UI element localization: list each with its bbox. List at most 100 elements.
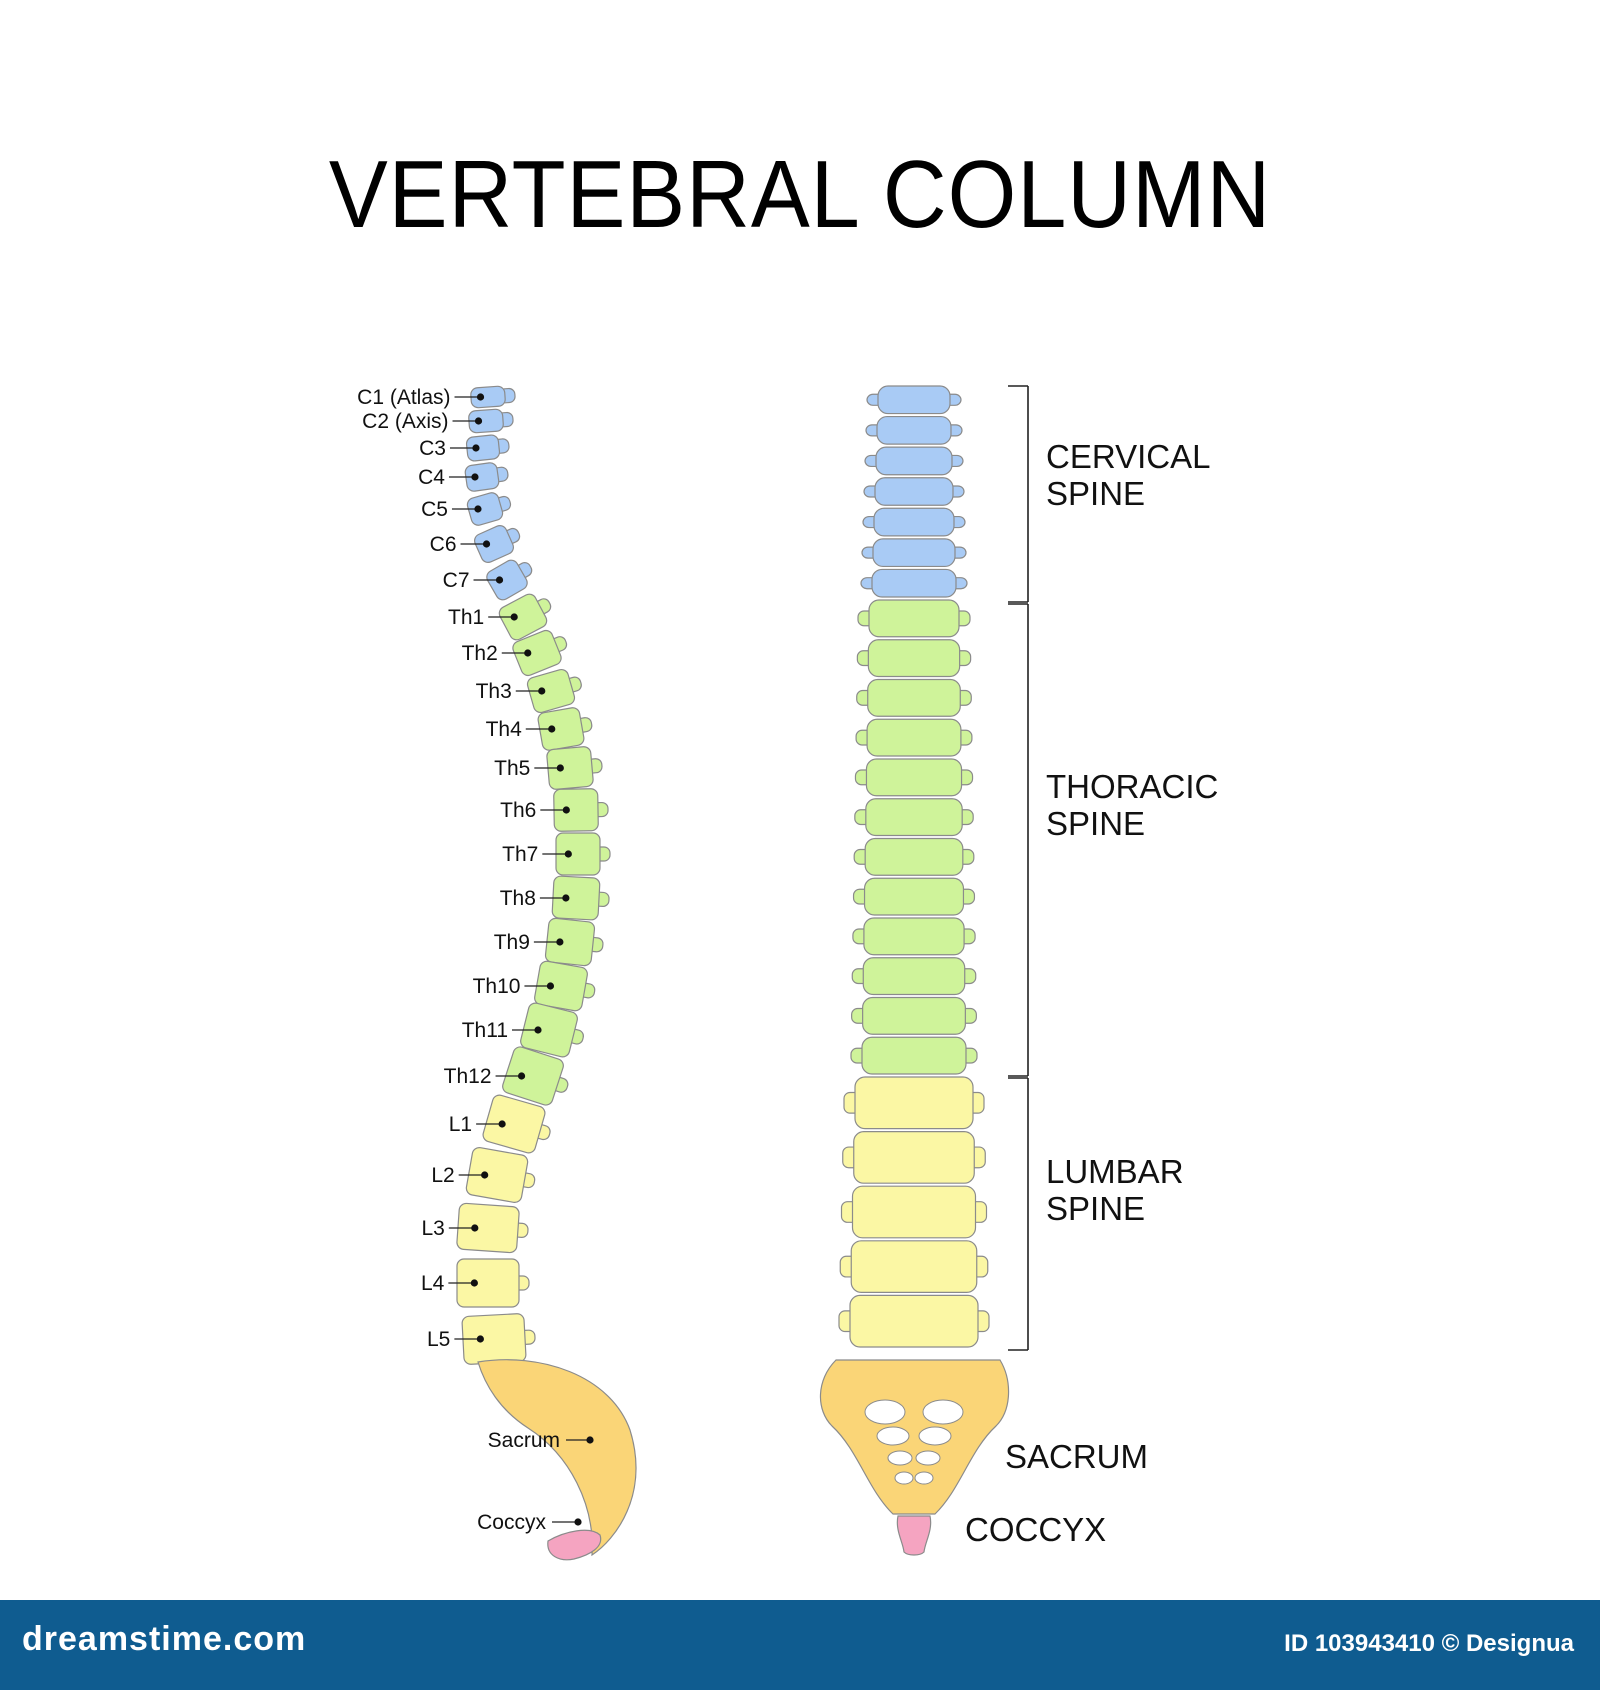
- side-pointer-dot: [564, 850, 572, 858]
- side-vertebra-body: [512, 629, 562, 677]
- front-thoracic-vertebra-body: [862, 996, 966, 1035]
- side-label: L1: [449, 1113, 472, 1136]
- side-pointer-dot: [538, 687, 546, 695]
- front-thoracic-vertebra: [857, 599, 971, 638]
- side-vertebra: [498, 593, 552, 641]
- side-label: Th1: [448, 606, 484, 629]
- region-label-thoracic: THORACIC: [1046, 768, 1218, 805]
- front-thoracic-vertebra: [850, 1036, 978, 1075]
- front-thoracic-vertebra-body: [868, 599, 960, 638]
- side-vertebra-body: [465, 1147, 529, 1203]
- side-pointer-dot: [471, 1224, 479, 1232]
- front-sacral-foramen: [918, 1426, 952, 1446]
- front-sacral-foramen: [914, 1471, 934, 1485]
- side-vertebra: [466, 492, 512, 526]
- side-label: L5: [427, 1328, 450, 1351]
- front-cervical-vertebra: [860, 568, 968, 598]
- region-label-thoracic-line2: SPINE: [1046, 805, 1145, 842]
- side-pointer-dot: [474, 505, 482, 513]
- side-pointer-dot: [534, 1026, 542, 1034]
- side-label: C3: [419, 437, 446, 460]
- front-thoracic-vertebra-body: [867, 678, 961, 717]
- front-thoracic-vertebra-body: [861, 1036, 967, 1075]
- front-thoracic-vertebra: [854, 758, 974, 797]
- side-label: Th9: [494, 931, 530, 954]
- side-label: Th8: [500, 887, 536, 910]
- front-thoracic-vertebra-body: [865, 798, 963, 837]
- side-vertebra: [465, 1147, 536, 1203]
- side-vertebra-body: [468, 408, 504, 434]
- side-label: L4: [421, 1272, 445, 1295]
- side-pointer-dot: [574, 1518, 582, 1526]
- side-label: Th12: [444, 1065, 492, 1088]
- front-lumbar-vertebra-body: [853, 1130, 975, 1184]
- front-thoracic-vertebra-body: [864, 837, 964, 876]
- region-label-lumbar-line2: SPINE: [1046, 1190, 1145, 1227]
- site-logo[interactable]: dreamstime.com: [22, 1620, 307, 1658]
- front-lumbar-vertebra-body: [850, 1240, 978, 1294]
- front-sacral-foramen: [922, 1399, 964, 1425]
- front-thoracic-vertebra: [856, 678, 972, 717]
- front-sacral-foramen: [894, 1471, 914, 1485]
- front-thoracic-vertebra-body: [867, 639, 961, 678]
- front-view-spine: CERVICALSPINETHORACICSPINELUMBARSPINESAC…: [819, 385, 1218, 1556]
- side-pointer-dot: [476, 393, 485, 401]
- side-pointer-dot: [498, 1120, 506, 1128]
- side-vertebra-body: [546, 746, 594, 790]
- front-thoracic-vertebra: [854, 798, 974, 837]
- front-lumbar-vertebra-body: [849, 1294, 979, 1348]
- side-label: Th10: [473, 975, 521, 998]
- front-lumbar-vertebra: [843, 1076, 985, 1130]
- side-label: Th6: [500, 799, 536, 822]
- front-thoracic-vertebra: [853, 837, 975, 876]
- front-cervical-vertebra: [862, 507, 966, 537]
- front-cervical-vertebra: [863, 477, 965, 506]
- side-label: C1 (Atlas): [357, 386, 450, 409]
- side-label: L3: [421, 1217, 444, 1240]
- front-coccyx: [896, 1515, 932, 1556]
- side-label: Th7: [502, 843, 538, 866]
- side-pointer-dot: [556, 938, 564, 946]
- front-sacral-foramen: [876, 1426, 910, 1446]
- side-vertebra-body: [456, 1202, 520, 1254]
- region-label-cervical-line2: SPINE: [1046, 475, 1145, 512]
- side-label: C6: [430, 533, 457, 556]
- side-label: Th5: [494, 757, 530, 780]
- side-vertebra: [486, 559, 533, 601]
- side-vertebra: [512, 629, 568, 677]
- front-thoracic-vertebra-body: [862, 957, 966, 996]
- front-thoracic-vertebra: [856, 639, 972, 678]
- front-sacral-foramen: [887, 1450, 913, 1466]
- front-cervical-vertebra-body: [876, 415, 952, 445]
- side-vertebra: [468, 408, 514, 434]
- side-vertebra-body: [526, 668, 576, 714]
- side-sacrum: [477, 1359, 637, 1557]
- front-thoracic-vertebra-body: [863, 877, 965, 916]
- side-label: Th3: [476, 680, 512, 703]
- front-thoracic-vertebra: [851, 996, 977, 1035]
- region-label-lumbar: LUMBAR: [1046, 1153, 1184, 1190]
- diagram-title: VERTEBRAL COLUMN: [328, 141, 1272, 248]
- side-label-coccyx: Coccyx: [477, 1511, 546, 1534]
- side-label: Th2: [462, 642, 498, 665]
- front-thoracic-vertebra: [855, 718, 973, 757]
- side-pointer-dot: [510, 613, 518, 621]
- side-vertebra-body: [465, 434, 501, 462]
- front-lumbar-vertebra: [839, 1240, 989, 1294]
- side-pointer-dot: [586, 1436, 594, 1444]
- side-vertebra-body: [544, 917, 596, 967]
- side-pointer-dot: [548, 725, 556, 733]
- front-lumbar-vertebra: [840, 1185, 988, 1239]
- side-vertebra: [502, 1046, 569, 1106]
- front-cervical-vertebra: [861, 538, 967, 568]
- side-vertebra-body: [470, 385, 506, 409]
- front-lumbar-vertebra: [838, 1294, 990, 1348]
- side-vertebra: [482, 1094, 551, 1154]
- side-vertebra: [551, 875, 610, 921]
- front-cervical-vertebra-body: [872, 538, 956, 568]
- side-coccyx: [547, 1529, 602, 1561]
- side-vertebra-body: [486, 559, 528, 601]
- side-pointer-dot: [470, 1279, 478, 1287]
- side-label: C2 (Axis): [362, 410, 448, 433]
- front-sacrum-label: SACRUM: [1005, 1438, 1148, 1475]
